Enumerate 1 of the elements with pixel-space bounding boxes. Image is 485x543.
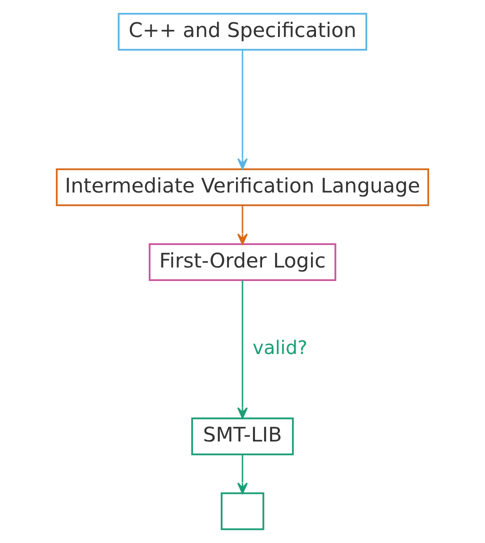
edge-label: valid? (252, 338, 308, 360)
